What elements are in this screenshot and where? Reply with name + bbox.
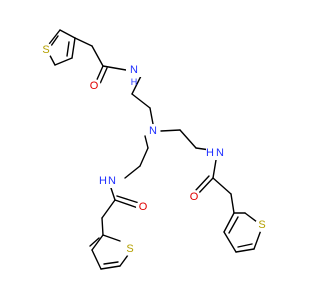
molecule-canvas: S O N H N H N O H N O [39,29,269,270]
atom-label-h: H [99,175,107,187]
bond [103,261,119,265]
atom-label-n: N [108,175,116,187]
atom-label-h: H [206,147,214,159]
bond [223,231,237,253]
bond [54,57,73,66]
bond [98,67,108,87]
atom-NH-right: H N [206,146,224,160]
bond [119,254,129,267]
bond [149,107,154,125]
bond [101,199,116,219]
atom-S-left: S [123,242,137,256]
atom-O-right: O [187,190,201,204]
bond [179,129,197,149]
atom-N-center: N [146,124,160,138]
bond [59,29,76,39]
bond [228,216,239,234]
bond [237,243,253,248]
bond [91,249,102,270]
bond [91,45,104,67]
bond [195,175,210,191]
bond [131,93,151,109]
bond [66,41,70,57]
bond [89,237,100,247]
bond [139,147,149,167]
bond [124,165,141,179]
bond [102,234,121,242]
atom-label-n: N [130,64,138,76]
atom-label: O [139,201,148,213]
atom-label-n: N [216,147,224,159]
molecule-structure: S O N H N H N O H N O [39,29,269,270]
bond [74,37,93,47]
bond [230,193,235,214]
atom-label: O [190,191,199,203]
atom-O-top: O [87,79,101,93]
atom-label: O [90,80,99,92]
bond [131,75,142,95]
bond [101,217,104,236]
atom-label-h: H [131,77,138,87]
bond-layer [45,29,262,270]
bond [71,37,76,59]
bond [223,212,235,233]
atom-label: N [149,125,157,137]
atom-O-left: O [136,200,150,214]
bond [197,177,214,195]
bond [253,229,262,250]
atom-NH-top: N H [126,63,144,87]
bond [160,129,181,132]
bond [114,199,139,209]
bond [235,248,255,253]
bond [116,195,140,204]
atom-label-layer: S O N H N H N O H N O [39,43,269,256]
bond [91,234,104,251]
atom-S-right: S [255,218,269,232]
bond [50,35,59,47]
bond [100,265,121,270]
bond [212,177,232,195]
atom-label: S [42,44,49,56]
atom-label: S [258,219,265,231]
bond [102,65,127,71]
atom-label: S [126,243,133,255]
bond [144,135,149,149]
atom-NH-left: H N [98,174,118,188]
atom-S-top: S [39,43,53,57]
bond [212,159,217,179]
